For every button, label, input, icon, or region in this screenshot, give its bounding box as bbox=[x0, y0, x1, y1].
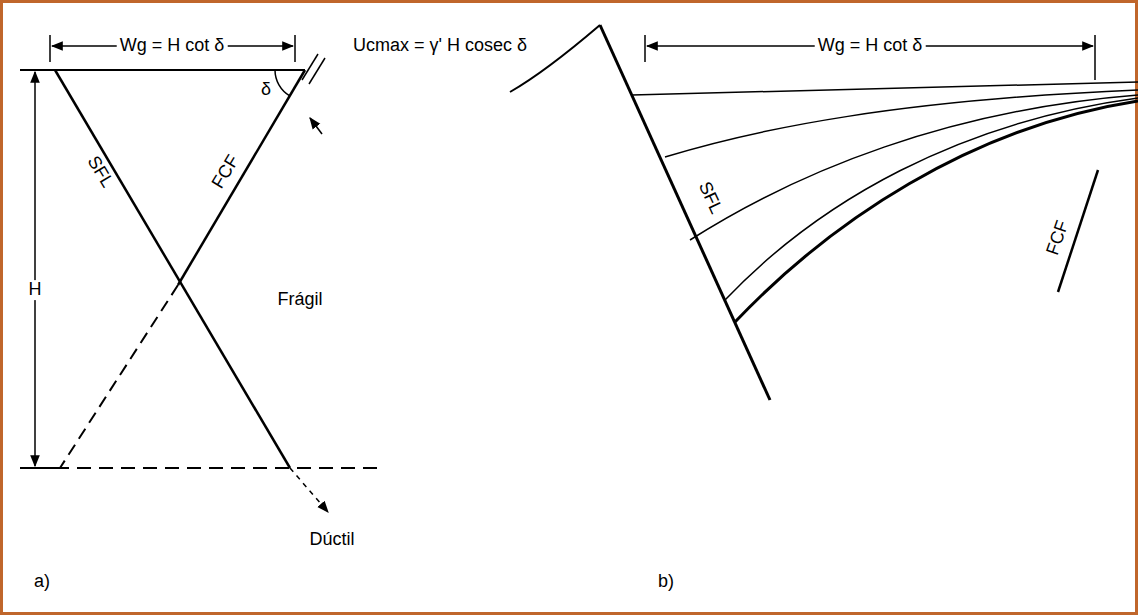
height-dimension: H bbox=[26, 280, 45, 300]
dip-angle: δ bbox=[258, 80, 274, 100]
panel-label: a) bbox=[31, 572, 53, 592]
displacement-formula: Ucmax = γ' H cosec δ bbox=[350, 36, 530, 56]
width-dimension: Wg = H cot δ bbox=[815, 36, 926, 56]
panel-label: b) bbox=[655, 572, 677, 592]
zone-label: Frágil bbox=[274, 290, 325, 310]
zone-label: Dúctil bbox=[306, 530, 357, 550]
fault-label: FCF bbox=[207, 149, 245, 194]
width-dimension: Wg = H cot δ bbox=[117, 36, 228, 56]
fault-label: SFL bbox=[81, 150, 118, 194]
fault-label: SFL bbox=[693, 176, 727, 220]
